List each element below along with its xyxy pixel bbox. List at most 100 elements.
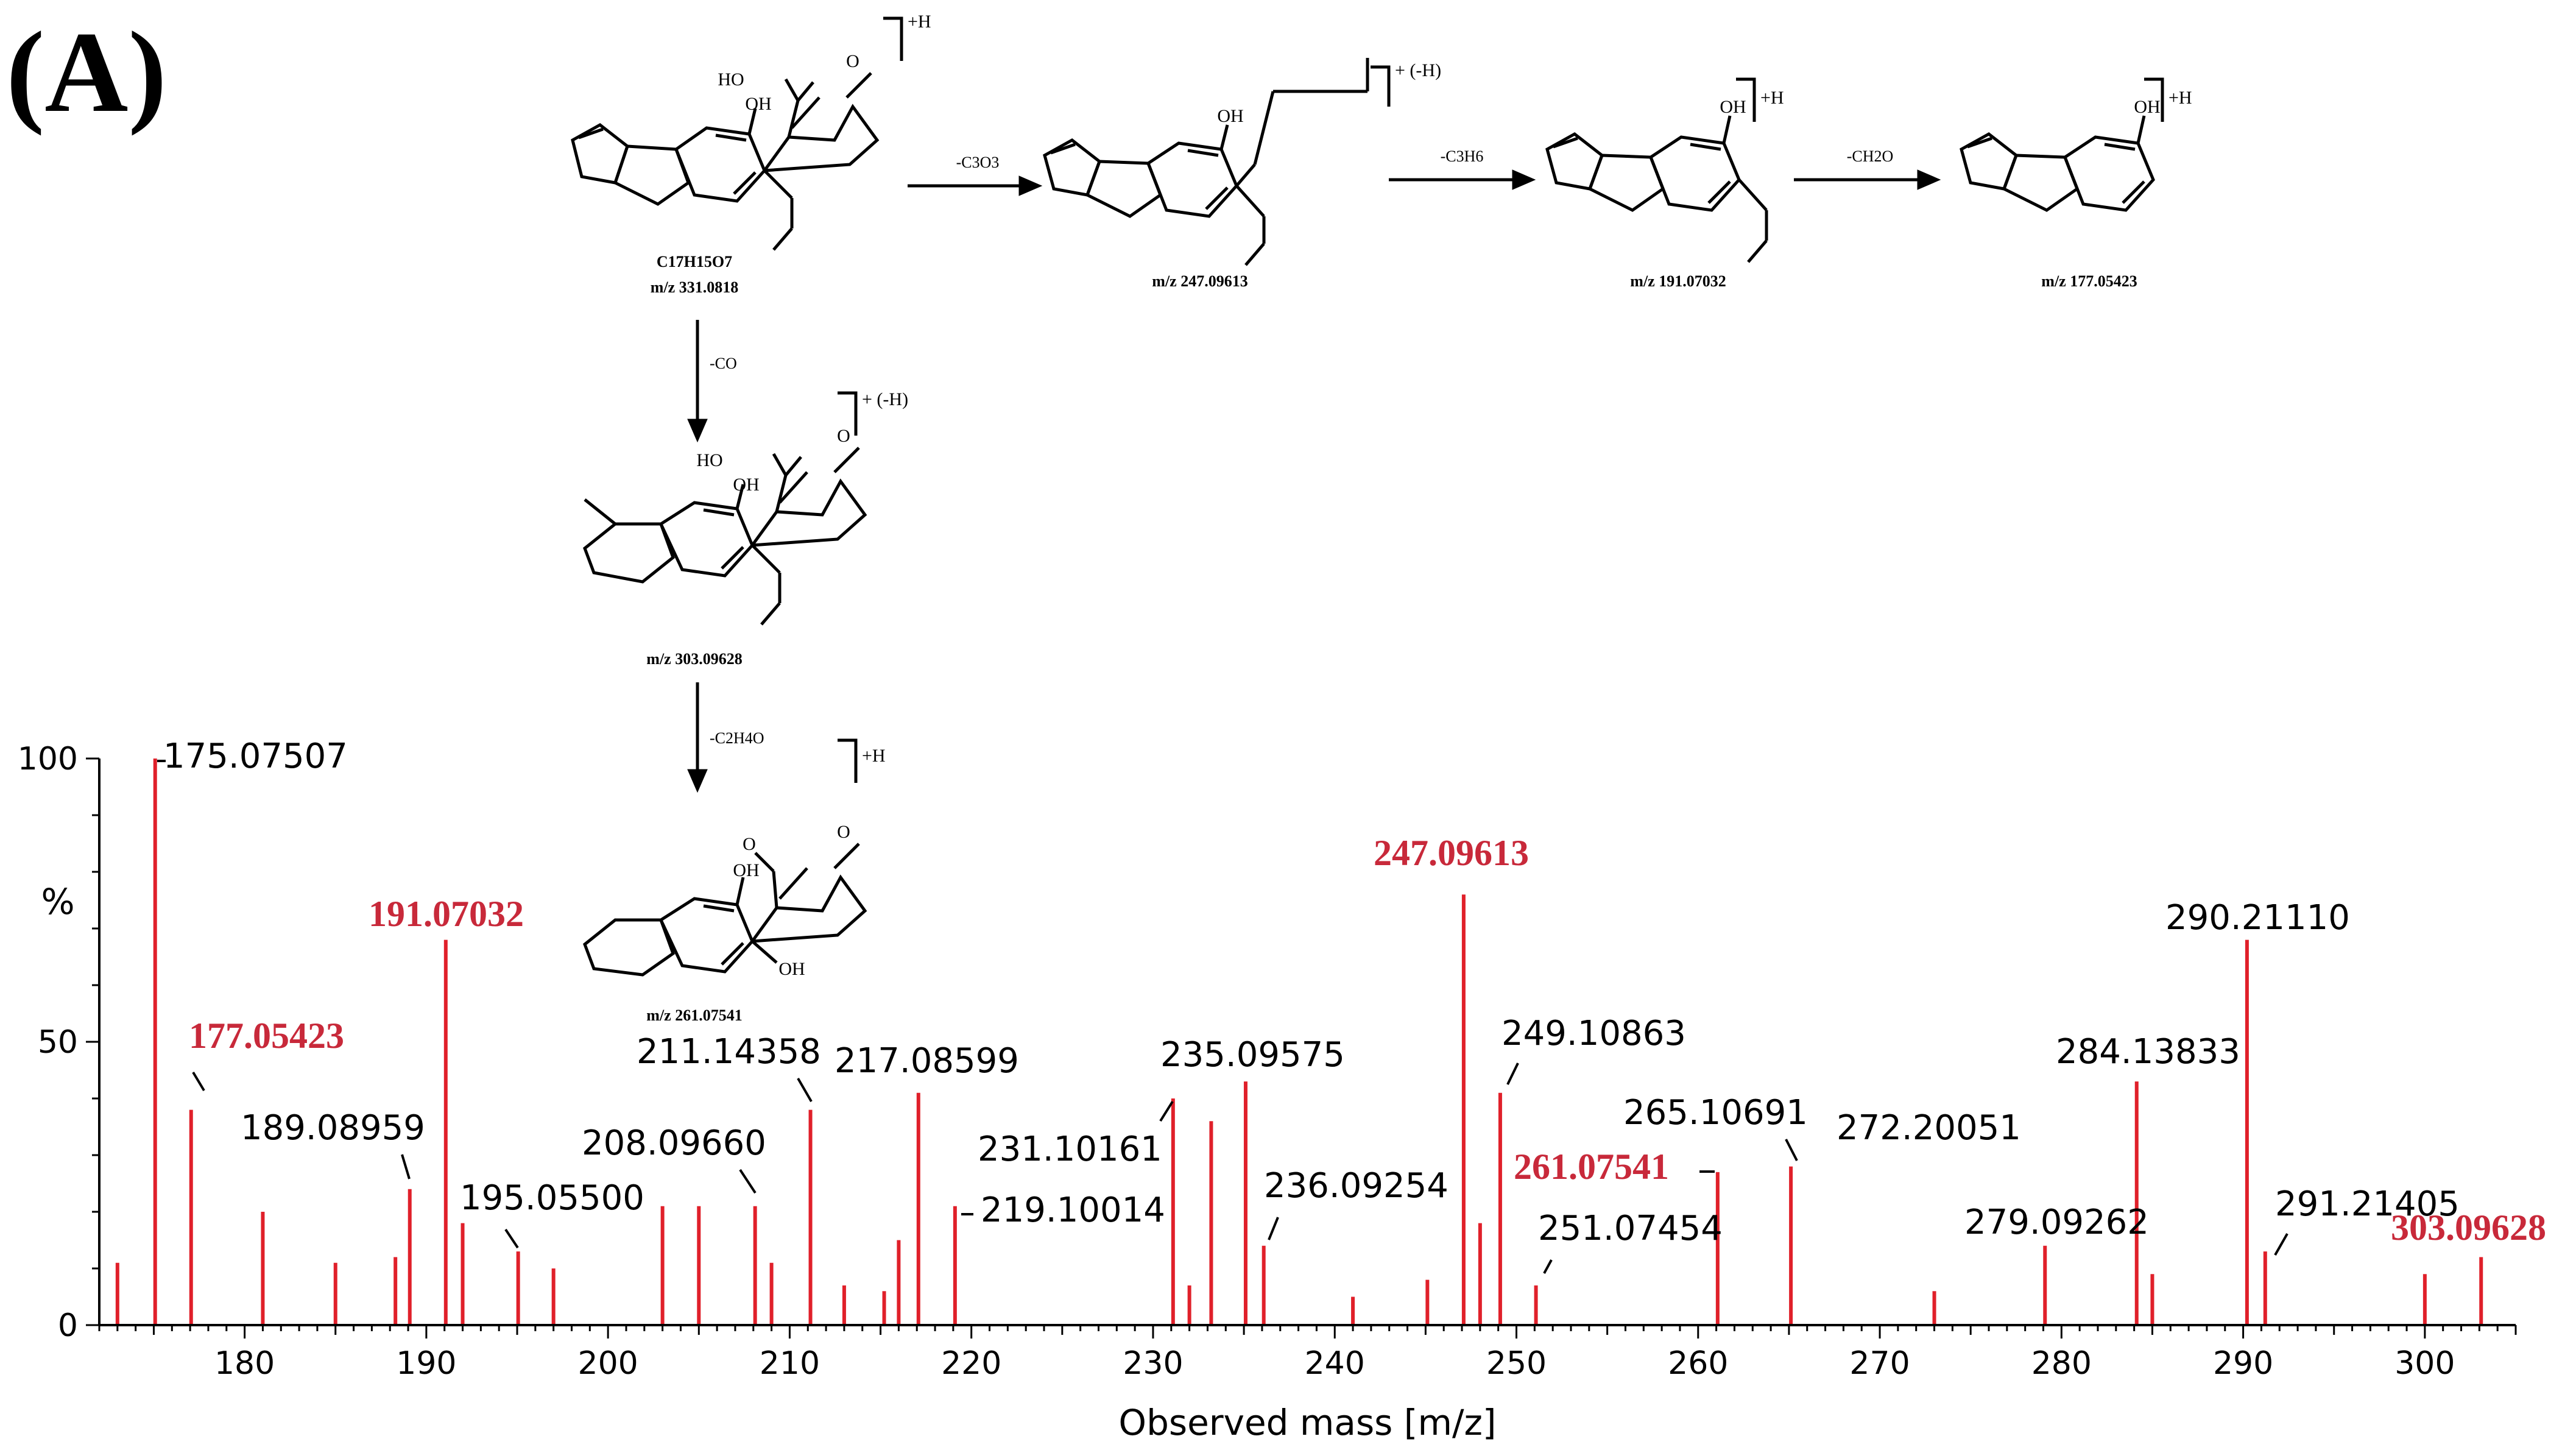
bracket-261 (838, 738, 858, 783)
mz-191: m/z 191.07032 (1630, 272, 1726, 290)
peak-label-261.07541: 261.07541 (1514, 1147, 1669, 1187)
leader-line (797, 1077, 813, 1103)
charge-247: + (-H) (1395, 60, 1441, 80)
mz-177: m/z 177.05423 (2041, 272, 2137, 290)
label-oh-261: OH (733, 860, 759, 880)
label-o-261: O (837, 822, 850, 842)
label-hoo-precursor: HO (718, 69, 744, 90)
panel-label: (A) (6, 9, 167, 136)
leader-line (1506, 1063, 1519, 1085)
mz-247: m/z 247.09613 (1152, 272, 1247, 290)
mz-precursor: m/z 331.0818 (651, 278, 738, 296)
bracket-303 (838, 391, 858, 436)
leader-line (1543, 1259, 1553, 1274)
charge-precursor: +H (908, 12, 931, 32)
leader-line (401, 1154, 411, 1179)
x-tick-label: 200 (578, 1345, 638, 1382)
peak-label-211.14358: 211.14358 (637, 1032, 821, 1072)
x-tick-label: 290 (2213, 1345, 2273, 1382)
peak-label-236.09254: 236.09254 (1264, 1166, 1449, 1206)
leader-line (739, 1169, 757, 1194)
arrowhead-303 (687, 419, 708, 443)
x-tick-label: 300 (2394, 1345, 2455, 1382)
x-tick-label: 260 (1668, 1345, 1728, 1382)
peak-label-247.09613: 247.09613 (1374, 833, 1529, 873)
peak-label-235.09575: 235.09575 (1160, 1035, 1345, 1075)
y-tick-label: 0 (58, 1307, 78, 1344)
peak-label-175.07507: 175.07507 (163, 737, 348, 776)
mz-303: m/z 303.09628 (646, 650, 742, 668)
y-tick-label: 50 (38, 1024, 78, 1061)
label-leader-lines (157, 760, 2288, 1274)
peak-label-208.09660: 208.09660 (582, 1123, 766, 1163)
label-o-aldehyde-261: O (743, 834, 756, 854)
peak-label-219.10014: 219.10014 (981, 1190, 1165, 1230)
x-tick-label: 230 (1123, 1345, 1183, 1382)
x-tick-label: 280 (2031, 1345, 2092, 1382)
label-o-precursor: O (846, 51, 859, 71)
x-tick-label: 270 (1849, 1345, 1910, 1382)
mass-spectrum-chart: 175.07507 177.05423 189.08959 191.07032 195.… (18, 737, 2546, 1443)
structure-247 (1043, 58, 1369, 266)
leader-line (2274, 1233, 2288, 1256)
x-axis-label: Observed mass [m/z] (1118, 1402, 1496, 1443)
structure-261 (583, 843, 867, 977)
peak-label-272.20051: 272.20051 (1837, 1108, 2021, 1148)
peak-label-189.08959: 189.08959 (241, 1108, 425, 1148)
y-tick-group: 0 50 100 (18, 741, 99, 1344)
bracket-247 (1371, 65, 1391, 107)
label-oh-303: OH (733, 475, 759, 495)
peak-label-195.05500: 195.05500 (460, 1178, 644, 1218)
arrowhead-177 (1917, 169, 1941, 190)
loss-261: -C2H4O (710, 729, 764, 747)
x-tick-label: 250 (1486, 1345, 1547, 1382)
peak-label-265.10691: 265.10691 (1623, 1093, 1808, 1133)
x-tick-label: 240 (1305, 1345, 1365, 1382)
peak-label-231.10161: 231.10161 (978, 1130, 1162, 1169)
loss-247: -C3O3 (956, 154, 1000, 171)
peak-label-303.09628: 303.09628 (2391, 1208, 2546, 1248)
charge-261: +H (862, 746, 886, 766)
loss-177: -CH2O (1847, 147, 1894, 165)
loss-303: -CO (710, 355, 737, 372)
x-tick-label: 210 (760, 1345, 820, 1382)
leader-line (1159, 1100, 1174, 1122)
mz-261: m/z 261.07541 (646, 1006, 742, 1024)
leader-line (192, 1071, 205, 1092)
label-hoo-303: HO (696, 450, 722, 470)
formula-precursor: C17H15O7 (657, 253, 732, 271)
arrowhead-247 (1018, 175, 1043, 196)
label-oh2-261: OH (778, 959, 805, 979)
peak-label-217.08599: 217.08599 (835, 1041, 1019, 1081)
x-tick-label: 220 (941, 1345, 1001, 1382)
peak-label-177.05423: 177.05423 (189, 1016, 344, 1056)
structure-191 (1545, 115, 1768, 263)
peak-label-290.21110: 290.21110 (2165, 898, 2350, 938)
charge-303: + (-H) (862, 389, 908, 409)
peak-label-284.13833: 284.13833 (2056, 1032, 2240, 1072)
charge-177: +H (2168, 88, 2192, 108)
structure-303 (583, 447, 867, 626)
charge-191: +H (1760, 88, 1784, 108)
bracket-precursor (883, 16, 903, 61)
leader-line (1785, 1139, 1798, 1161)
arrowhead-191 (1512, 169, 1536, 190)
leader-line (1268, 1217, 1279, 1240)
peak-label-279.09262: 279.09262 (1964, 1203, 2149, 1242)
x-tick-label: 190 (396, 1345, 456, 1382)
peak-label-251.07454: 251.07454 (1538, 1209, 1723, 1248)
bracket-191 (1736, 77, 1756, 122)
peak-label-249.10863: 249.10863 (1501, 1014, 1686, 1053)
label-oh-precursor: OH (745, 94, 771, 114)
label-o-303: O (837, 426, 850, 446)
y-tick-label: 100 (18, 741, 78, 777)
peak-label-191.07032: 191.07032 (369, 894, 524, 934)
structure-precursor (571, 72, 880, 251)
leader-line (504, 1228, 519, 1249)
y-axis-label: % (41, 881, 74, 922)
arrowhead-261 (687, 769, 708, 793)
label-oh-177: OH (2134, 97, 2160, 117)
label-oh-247: OH (1217, 106, 1243, 126)
fragmentation-scheme (571, 16, 2164, 977)
